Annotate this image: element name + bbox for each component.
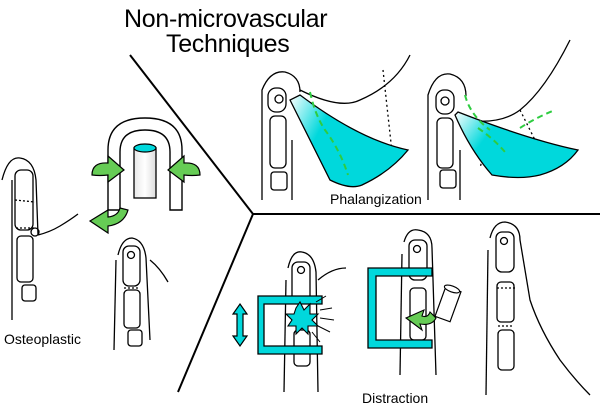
osteoplastic-hand-2	[113, 237, 169, 351]
distraction-label: Distraction	[362, 390, 429, 406]
phalangization-incision-1	[309, 91, 349, 176]
phalangization-incision-2b	[464, 94, 491, 131]
distraction-fixator-2	[367, 267, 433, 349]
phalangization-label: Phalangization	[330, 191, 422, 207]
graft-insert-arrow-icon	[404, 308, 437, 332]
page-title-line-1: Non-microvascular	[124, 5, 328, 33]
curved-arrow-icon	[88, 207, 129, 235]
phalangization-flap-1	[289, 94, 410, 188]
phalangization-flap-2	[454, 111, 580, 179]
double-arrow-icon	[231, 302, 249, 348]
phalangization-hand-1	[261, 54, 411, 200]
fracture-burst-icon	[284, 295, 335, 343]
distraction-hand-2	[399, 229, 437, 376]
distraction-hand-3	[485, 221, 591, 396]
bone-graft-icon	[434, 284, 462, 323]
section-dividers	[129, 54, 600, 393]
osteoplastic-hand-1	[1, 157, 79, 320]
page-title-line-2: Techniques	[166, 30, 290, 58]
phalangization-incision-2	[477, 109, 556, 153]
rotate-arrow-icon	[91, 117, 201, 211]
osteoplastic-label: Osteoplastic	[4, 331, 82, 347]
